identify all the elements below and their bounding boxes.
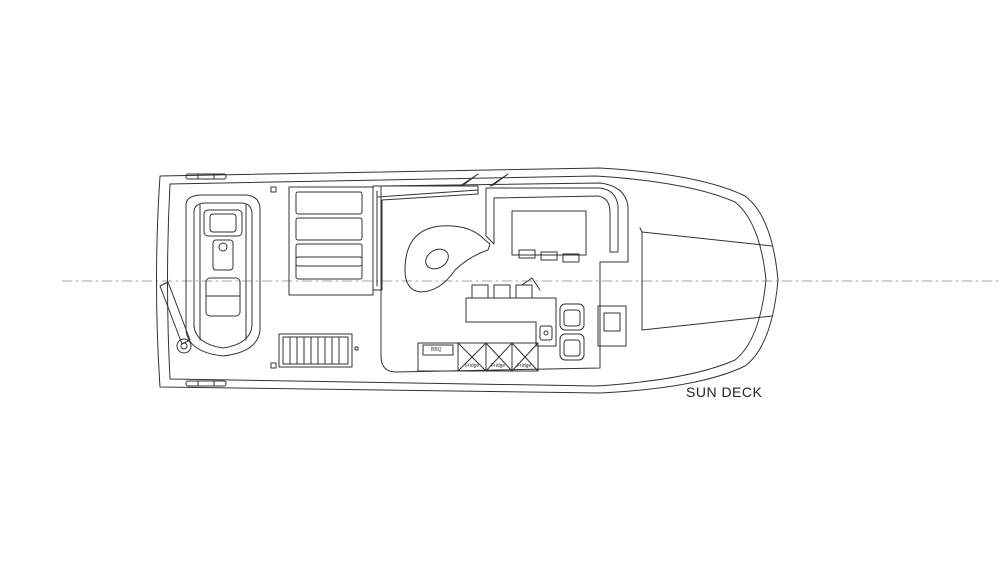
fridge-label: Fridge	[517, 363, 532, 369]
door-swing	[459, 173, 479, 187]
aft-settee	[372, 185, 479, 291]
hull-inner-outline	[167, 175, 767, 387]
aft-cleats	[185, 173, 227, 387]
forward-settee	[485, 187, 619, 253]
galley-unit	[417, 342, 539, 372]
dining-table	[404, 225, 491, 293]
sink-drain	[543, 330, 549, 336]
fridge-label: Fridge	[491, 363, 506, 369]
bow-panel	[641, 231, 773, 331]
door-swing	[489, 173, 509, 187]
hull-outline	[156, 167, 779, 394]
hardtop-outline	[380, 182, 629, 373]
sink	[539, 325, 553, 341]
deck-fitting	[270, 186, 277, 193]
helm-console	[597, 305, 627, 347]
tender-boat	[185, 194, 261, 357]
deck-fitting	[270, 362, 277, 369]
sunpads	[288, 186, 374, 296]
forward-table	[511, 210, 587, 256]
helm-seats	[559, 303, 585, 361]
wet-bar	[465, 277, 557, 347]
deck-title: SUN DECK	[686, 384, 763, 400]
fridge-label: Fridge	[465, 363, 480, 369]
davit-crane	[159, 281, 192, 354]
table-oval	[425, 248, 449, 270]
stairs	[278, 333, 359, 368]
bar-stools	[518, 249, 580, 263]
bbq-label: BBQ	[431, 347, 442, 353]
